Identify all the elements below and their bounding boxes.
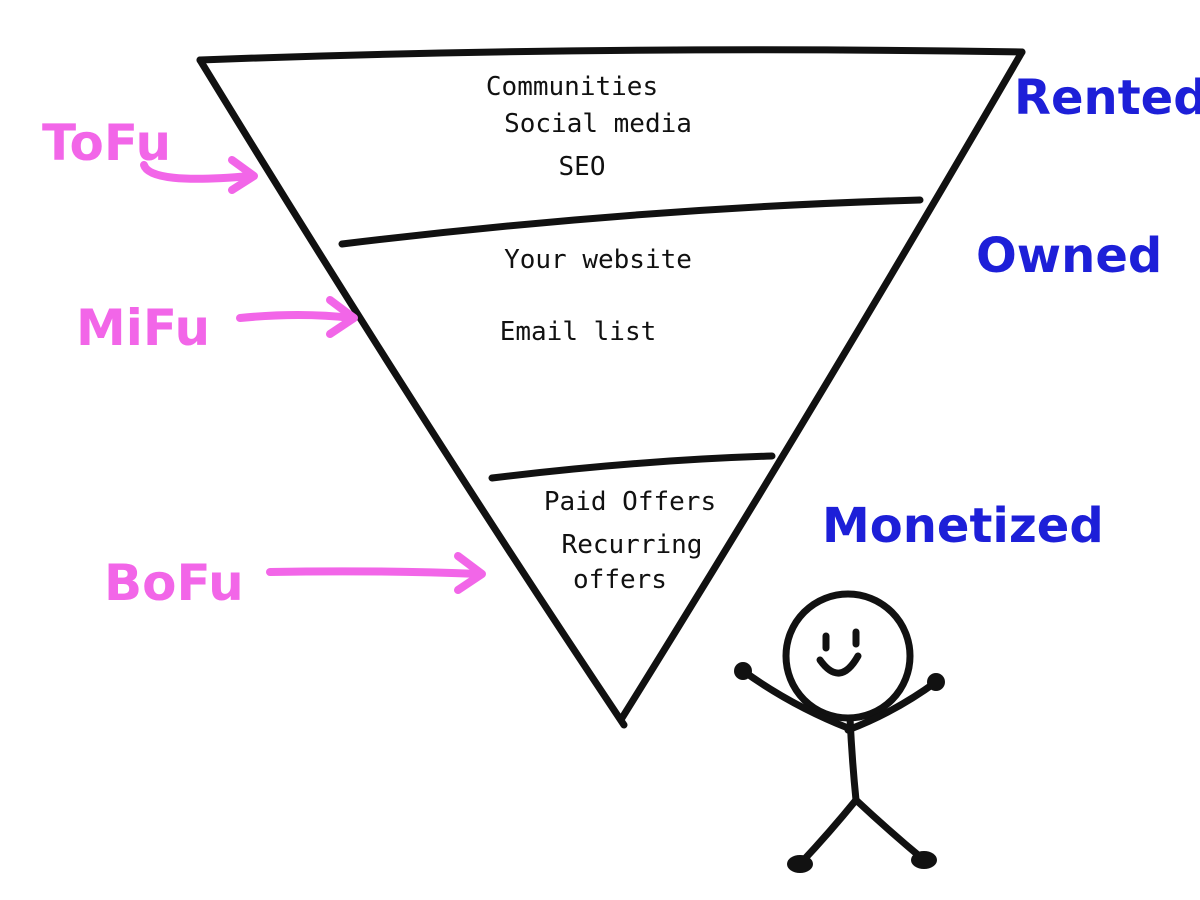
funnel-layer-top: Communities Social media SEO	[486, 72, 692, 182]
funnel-layer-bottom: Paid Offers Recurring offers	[544, 487, 716, 595]
ownership-label-monetized: Monetized	[822, 498, 1104, 554]
figure-foot-right	[911, 851, 937, 869]
bofu-arrow-icon	[266, 552, 486, 594]
stage-arrows	[140, 156, 486, 594]
figure-arm-right	[844, 678, 940, 734]
stage-label-bofu: BoFu	[104, 554, 244, 612]
layer-bottom-line-2: Recurring	[562, 530, 703, 560]
layer-top-line-2: Social media	[504, 109, 692, 139]
funnel-layer-middle: Your website Email list	[500, 245, 692, 347]
figure-foot-left	[787, 855, 813, 873]
funnel-left-edge	[196, 56, 628, 729]
figure-head	[782, 590, 914, 722]
funnel-outline	[196, 46, 1026, 729]
figure-leg-left	[796, 796, 860, 868]
figure-arm-left	[738, 666, 852, 732]
layer-top-line-3: SEO	[559, 152, 606, 182]
figure-hand-right	[927, 673, 945, 691]
ownership-label-owned: Owned	[976, 228, 1162, 284]
layer-bottom-line-3: offers	[573, 565, 667, 595]
stage-label-mifu: MiFu	[76, 299, 210, 357]
figure-hand-left	[734, 662, 752, 680]
figure-leg-right	[852, 796, 928, 864]
ownership-labels: Rented Owned Monetized	[822, 70, 1200, 554]
funnel-divider-1	[338, 196, 924, 248]
smiley-face-icon	[816, 628, 862, 677]
funnel-top-edge	[196, 46, 1026, 64]
mifu-arrow-icon	[236, 296, 358, 338]
funnel-right-edge	[618, 48, 1026, 722]
funnel-divider-2	[488, 452, 776, 482]
layer-bottom-line-1: Paid Offers	[544, 487, 716, 517]
stick-figure-icon	[734, 590, 945, 873]
layer-middle-line-1: Your website	[504, 245, 692, 275]
layer-top-line-1: Communities	[486, 72, 658, 102]
stage-labels: ToFu MiFu BoFu	[42, 114, 244, 612]
tofu-arrow-icon	[140, 156, 258, 194]
ownership-label-rented: Rented	[1014, 70, 1200, 126]
stage-label-tofu: ToFu	[42, 114, 171, 172]
layer-middle-line-2: Email list	[500, 317, 657, 347]
